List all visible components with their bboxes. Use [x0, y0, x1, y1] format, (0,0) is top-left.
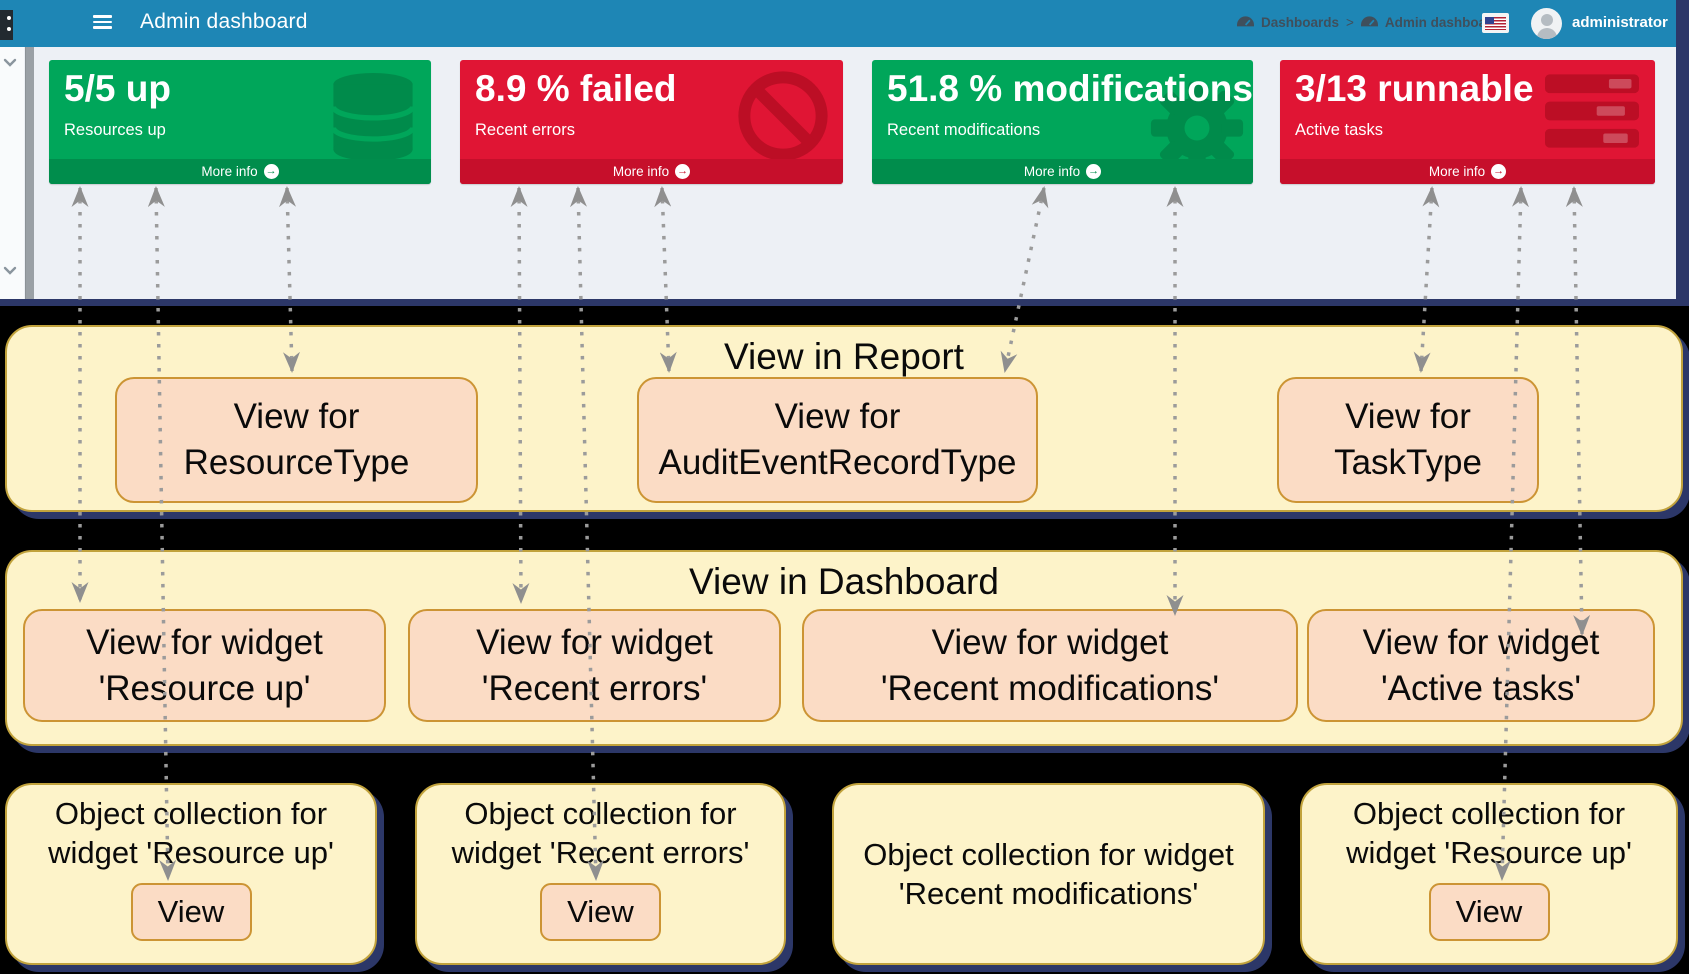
widget-headline: 5/5 up: [64, 68, 171, 109]
arrow-circle-right-icon: →: [263, 164, 279, 179]
screenshot-border: [0, 299, 1689, 306]
arrow-circle-right-icon: →: [675, 164, 691, 179]
user-name: administrator: [1572, 14, 1668, 31]
hamburger-menu-icon[interactable]: [93, 15, 112, 31]
view-box-widget-recent-errors: View for widget'Recent errors': [408, 609, 781, 722]
gauge-icon: [1360, 15, 1378, 30]
arrow-circle-right-icon: →: [1491, 164, 1507, 179]
dashboard-screenshot: Admin dashboard Dashboards > Admin dashb…: [0, 0, 1689, 299]
gauge-icon: [1237, 15, 1254, 30]
sidebar-logo-fragment: [0, 10, 13, 40]
dashboard-section: View in Dashboard View for widget'Resour…: [5, 550, 1683, 746]
widget-headline: 8.9 % failed: [475, 68, 677, 109]
left-rail: [0, 47, 24, 299]
collection-box-recent-modifications: Object collection for widget'Recent modi…: [832, 783, 1265, 965]
scrollbar-thumb[interactable]: [25, 47, 34, 299]
more-info-link[interactable]: More info →: [460, 159, 843, 184]
view-box-widget-recent-modifications: View for widget'Recent modifications': [802, 609, 1298, 722]
tasks-icon: [1545, 74, 1639, 153]
screenshot-border: [1676, 0, 1689, 306]
view-button[interactable]: View: [130, 883, 252, 941]
chevron-down-icon[interactable]: [3, 58, 17, 67]
page-title: Admin dashboard: [140, 10, 308, 33]
language-flag-icon[interactable]: [1482, 13, 1509, 33]
section-title: View in Dashboard: [689, 561, 999, 602]
breadcrumb-separator: >: [1346, 15, 1354, 30]
widget-label: Recent errors: [475, 120, 575, 139]
more-info-link[interactable]: More info →: [1280, 159, 1655, 184]
avatar[interactable]: [1531, 8, 1562, 39]
app-header: Admin dashboard Dashboards > Admin dashb…: [0, 0, 1689, 47]
arrow-circle-right-icon: →: [1086, 164, 1102, 179]
view-button[interactable]: View: [1428, 883, 1550, 941]
widget-recent-modifications: 51.8 % modifications Recent modification…: [872, 60, 1253, 184]
widget-recent-errors: 8.9 % failed Recent errors More info →: [460, 60, 843, 184]
widget-label: Recent modifications: [887, 120, 1041, 139]
section-title: View in Report: [724, 336, 964, 377]
widget-active-tasks: 3/13 runnable Active tasks More info →: [1280, 60, 1655, 184]
widget-resources-up: 5/5 up Resources up More info →: [49, 60, 431, 184]
database-icon: [329, 70, 417, 169]
ban-icon: [737, 70, 829, 167]
breadcrumb-dashboards[interactable]: Dashboards: [1261, 15, 1340, 30]
more-info-link[interactable]: More info →: [49, 159, 431, 184]
widget-headline: 3/13 runnable: [1295, 68, 1534, 109]
breadcrumb-admin-dashboard[interactable]: Admin dashboard: [1384, 15, 1500, 30]
view-button[interactable]: View: [540, 883, 661, 941]
view-box-widget-active-tasks: View for widget'Active tasks': [1307, 609, 1655, 722]
widget-headline: 51.8 % modifications: [887, 68, 1253, 109]
breadcrumb: Dashboards > Admin dashboard: [1237, 15, 1500, 30]
more-info-link[interactable]: More info →: [872, 159, 1253, 184]
widget-label: Active tasks: [1295, 120, 1384, 139]
view-box-widget-resource-up: View for widget'Resource up': [23, 609, 386, 722]
chevron-down-icon[interactable]: [3, 266, 17, 275]
widget-label: Resources up: [64, 120, 166, 139]
